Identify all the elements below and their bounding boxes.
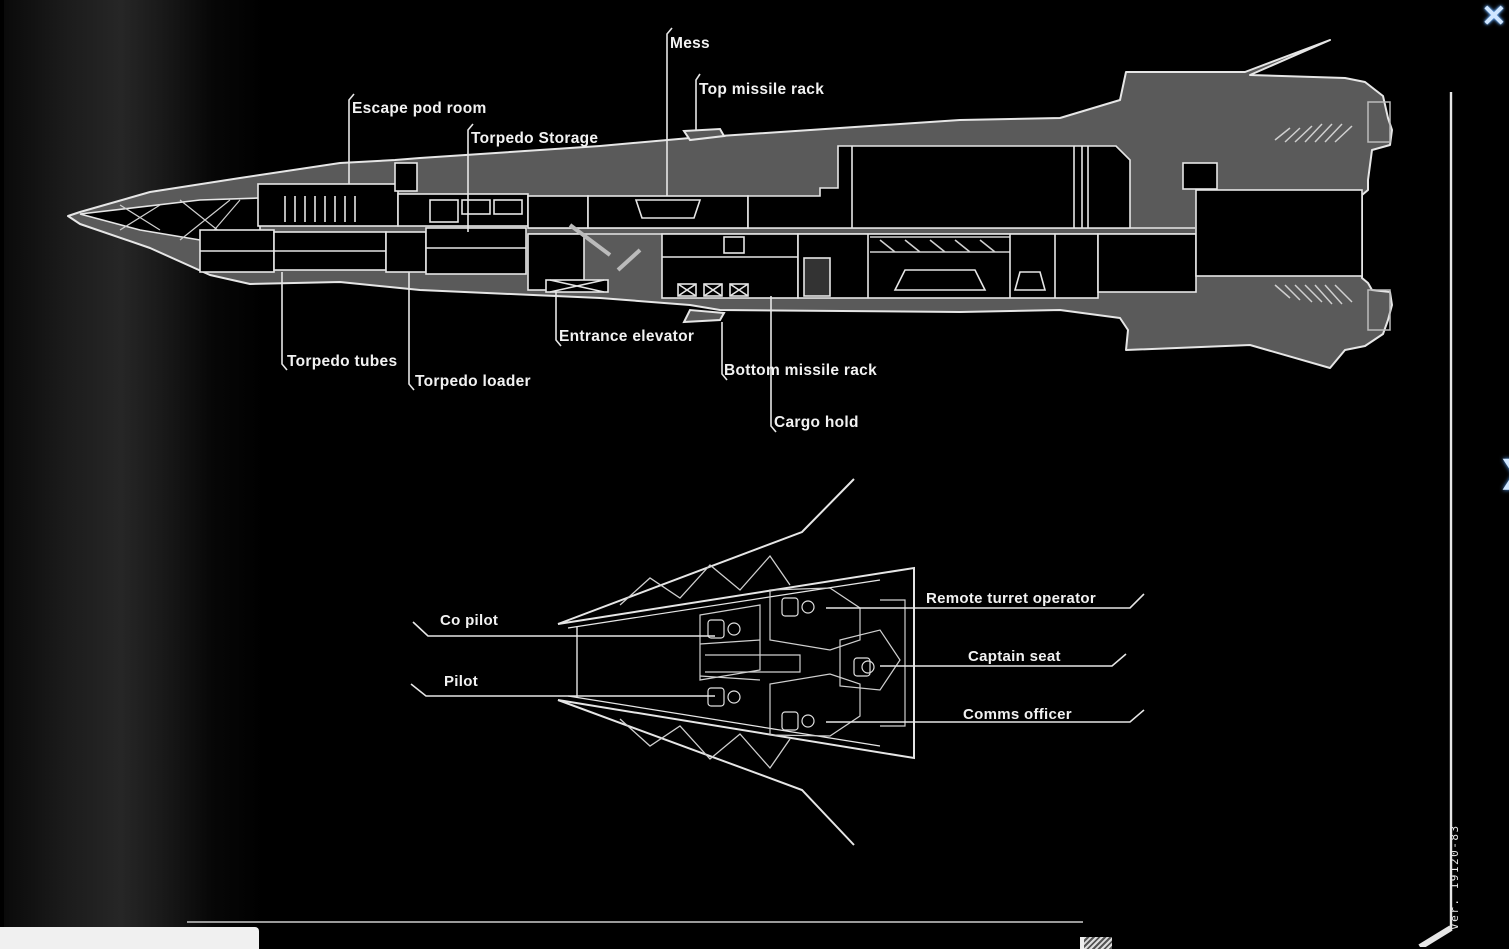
top-missile-rack-shape xyxy=(682,127,726,142)
close-icon: ✕ xyxy=(1481,0,1507,33)
bottom-rule xyxy=(187,921,1083,923)
next-image-button[interactable]: ❯ xyxy=(1499,456,1509,490)
caption-panel xyxy=(0,927,259,949)
label-torpedo-loader: Torpedo loader xyxy=(415,373,531,390)
label-mess: Mess xyxy=(670,35,710,52)
engine-hatching xyxy=(1274,101,1391,331)
left-edge xyxy=(0,0,4,947)
label-remote-turret-operator: Remote turret operator xyxy=(926,590,1096,607)
side-view-labels: Mess Top missile rack Escape pod room To… xyxy=(287,35,877,431)
seat-icons xyxy=(707,597,875,731)
bridge-labels: Co pilot Pilot Remote turret operator Ca… xyxy=(440,590,1096,723)
label-co-pilot: Co pilot xyxy=(440,612,498,629)
chevron-right-icon: ❯ xyxy=(1499,456,1509,489)
label-captain-seat: Captain seat xyxy=(968,648,1061,665)
label-pilot: Pilot xyxy=(444,673,478,690)
legend-hatch-swatch xyxy=(1080,937,1112,949)
frame-rule xyxy=(1418,92,1453,947)
version-label: Ver. 19120-83 xyxy=(1448,824,1461,930)
bridge-view xyxy=(557,478,915,846)
left-light-gradient xyxy=(4,0,264,947)
label-cargo-hold: Cargo hold xyxy=(774,414,859,431)
close-button[interactable]: ✕ xyxy=(1481,2,1507,32)
side-view-leaders xyxy=(281,27,777,433)
bottom-missile-rack-shape xyxy=(682,308,726,324)
label-bottom-missile-rack: Bottom missile rack xyxy=(724,362,877,379)
label-torpedo-tubes: Torpedo tubes xyxy=(287,353,397,370)
side-view-interior xyxy=(79,145,1363,299)
label-escape-pod-room: Escape pod room xyxy=(352,100,487,117)
label-entrance-elevator: Entrance elevator xyxy=(559,328,694,345)
label-top-missile-rack: Top missile rack xyxy=(699,81,824,98)
label-torpedo-storage: Torpedo Storage xyxy=(471,130,598,147)
missile-racks xyxy=(682,127,726,324)
bridge-leaders xyxy=(410,593,1145,723)
label-comms-officer: Comms officer xyxy=(963,706,1072,723)
